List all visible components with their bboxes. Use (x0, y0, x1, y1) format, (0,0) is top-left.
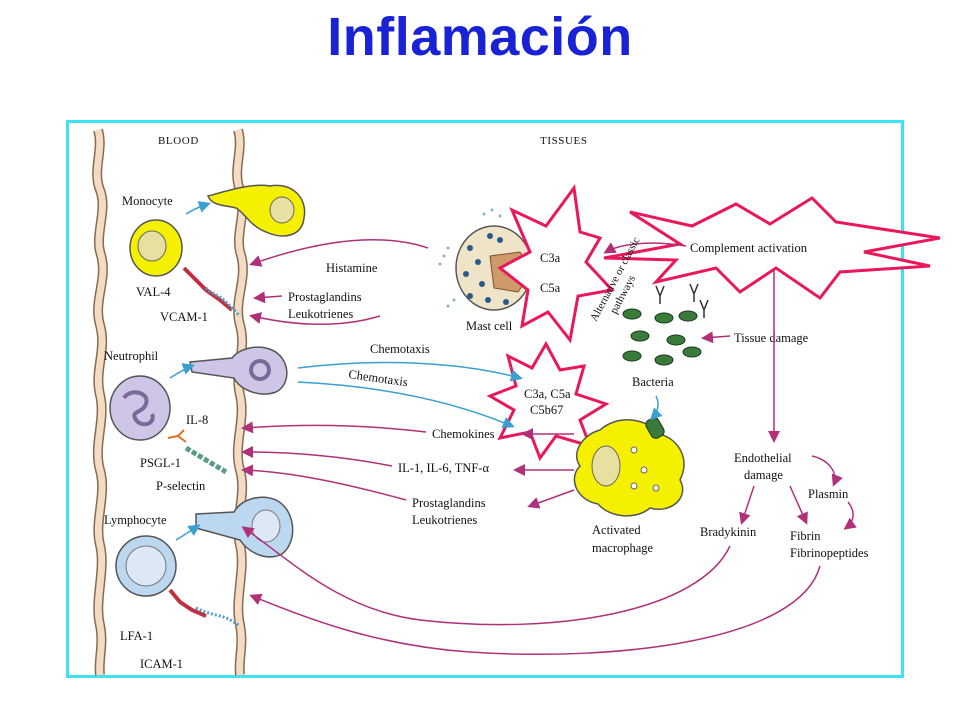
starburst-complement-activation (603, 196, 941, 301)
arrow-tissue-to-bacteria (701, 331, 731, 344)
neutrophil-cell (109, 375, 171, 441)
label-leukotrienes-2: Leukotrienes (412, 513, 477, 527)
label-endothelial-2: damage (744, 468, 783, 482)
label-blood: BLOOD (158, 135, 199, 147)
label-val4: VAL-4 (136, 285, 171, 299)
label-activated: Activated (592, 523, 641, 537)
psgl1-pselectin (167, 429, 228, 475)
arrow-chemokines-to-vessel (241, 421, 427, 434)
arrow-lymphocyte-migration (175, 524, 201, 541)
starburst-c3a-c5a (497, 184, 615, 344)
label-complement-activation: Complement activation (690, 241, 808, 255)
label-icam1: ICAM-1 (140, 657, 183, 671)
label-pselectin: P-selectin (156, 479, 206, 493)
label-histamine: Histamine (326, 261, 378, 275)
label-il8: IL-8 (186, 413, 208, 427)
arrow-prostaglandins-1 (253, 291, 283, 304)
arrow-cytokines-to-vessel (241, 446, 393, 467)
label-chemotaxis-2: Chemotaxis (348, 367, 409, 389)
monocyte-cell (129, 219, 183, 277)
arrow-chemotaxis-1 (297, 361, 523, 382)
arrow-fibrinopeptides-to-vessel (249, 565, 821, 656)
activated-macrophage (573, 417, 685, 517)
label-chemokines: Chemokines (432, 427, 495, 441)
val4-vcam1-receptor (182, 266, 242, 318)
label-vcam1: VCAM-1 (160, 310, 208, 324)
label-c5b67: C5b67 (530, 403, 563, 417)
label-cytokines: IL-1, IL-6, TNF-α (398, 461, 489, 475)
label-c3a-c5a: C3a, C5a (524, 387, 571, 401)
label-bradykinin: Bradykinin (700, 525, 757, 539)
vessel-wall-left (92, 128, 108, 676)
label-plasmin: Plasmin (808, 487, 849, 501)
arrow-chemotaxis-2 (297, 381, 515, 429)
label-monocyte: Monocyte (122, 194, 173, 208)
arrow-histamine (249, 238, 429, 267)
label-leukotrienes-1: Leukotrienes (288, 307, 353, 321)
bacteria-cluster (622, 308, 702, 366)
arrow-macrophage-prostaglandins (527, 489, 575, 509)
lfa1-icam1-receptor (168, 588, 241, 628)
arrow-complement-to-c3a (603, 242, 687, 254)
label-lymphocyte: Lymphocyte (104, 513, 167, 527)
label-bacteria: Bacteria (632, 375, 674, 389)
label-fibrinopeptides: Fibrinopeptides (790, 546, 869, 560)
label-mast-cell: Mast cell (466, 319, 513, 333)
arrow-bradykinin-to-vessel (241, 526, 731, 626)
monocyte-migrating (206, 184, 306, 237)
label-endothelial-1: Endothelial (734, 451, 792, 465)
label-c3a: C3a (540, 251, 561, 265)
label-c5a: C5a (540, 281, 561, 295)
label-psgl1: PSGL-1 (140, 456, 181, 470)
lymphocyte-cell (115, 535, 177, 597)
label-lfa1: LFA-1 (120, 629, 153, 643)
label-chemotaxis-1: Chemotaxis (370, 342, 430, 356)
arrow-endothelial-fibrin (789, 485, 808, 525)
neutrophil-migrating (189, 346, 288, 395)
arrow-leukotrienes-1 (249, 312, 381, 325)
arrow-monocyte-migration (185, 201, 211, 215)
label-macrophage: macrophage (592, 541, 654, 555)
label-tissue-damage: Tissue damage (734, 331, 809, 345)
arrow-prostaglandins-to-vessel (241, 464, 407, 501)
arrow-plasmin-fibrin (843, 501, 857, 530)
label-neutrophil: Neutrophil (104, 349, 159, 363)
antibodies (655, 283, 709, 318)
label-tissues: TISSUES (540, 135, 588, 147)
arrow-endothelial-plasmin (811, 455, 843, 487)
slide-title: Inflamación (327, 7, 633, 67)
arrow-endothelial-bradykinin (739, 485, 755, 525)
label-prostaglandins-1: Prostaglandins (288, 290, 362, 304)
arrow-bacteria-to-macrophage (649, 395, 663, 421)
label-prostaglandins-2: Prostaglandins (412, 496, 486, 510)
label-fibrin: Fibrin (790, 529, 821, 543)
arrow-neutrophil-migration (169, 363, 195, 379)
